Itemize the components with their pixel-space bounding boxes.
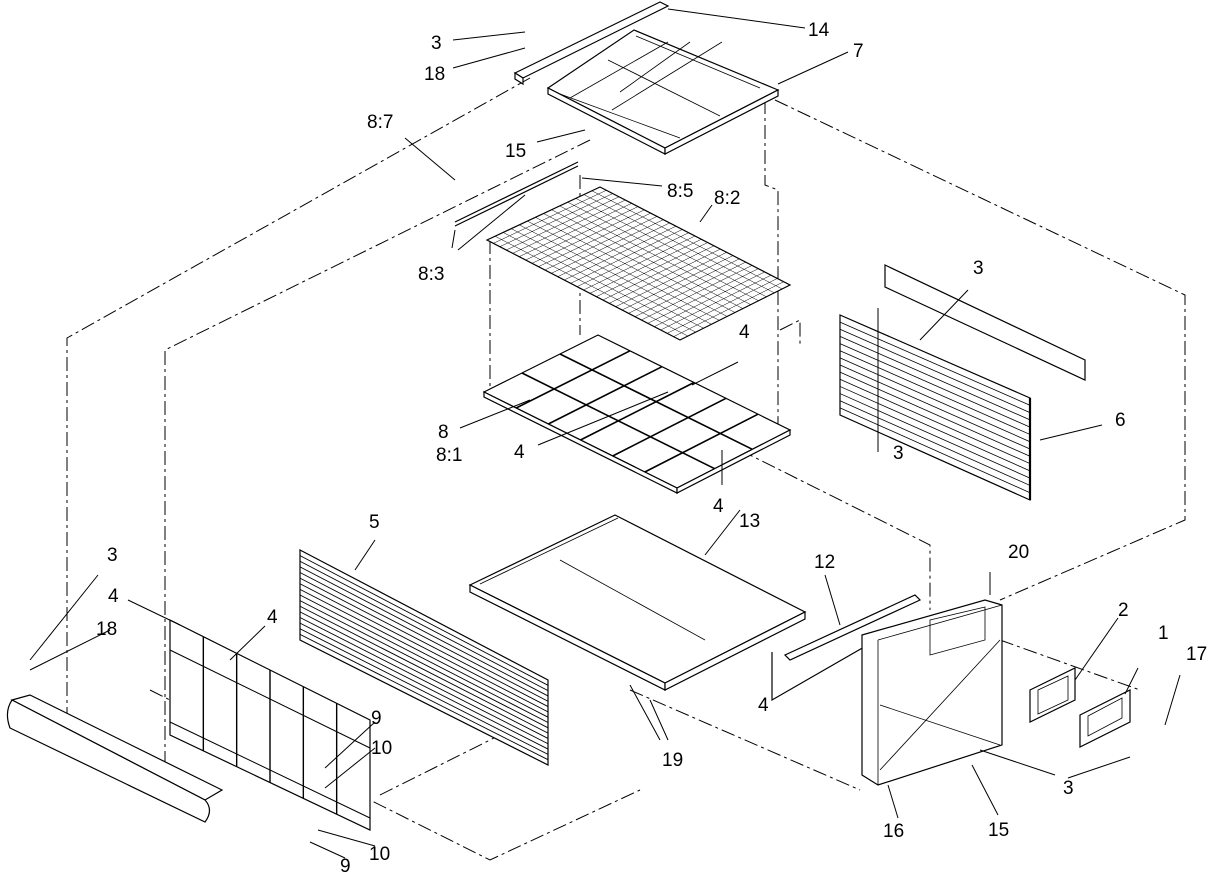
callout-37: 9 xyxy=(340,856,351,877)
callout-29: 4 xyxy=(758,695,769,716)
louvre-panel-part-5 xyxy=(299,549,549,766)
callout-8: 8:2 xyxy=(714,188,740,209)
floor-frame-part-8 xyxy=(482,334,792,494)
callout-23: 4 xyxy=(267,607,278,628)
callout-33: 3 xyxy=(1063,778,1074,799)
callout-11: 4 xyxy=(739,322,750,343)
callout-4: 7 xyxy=(853,41,864,62)
callout-36: 10 xyxy=(369,844,390,865)
callout-12: 8 xyxy=(438,422,449,443)
strip-part-8-3 xyxy=(454,161,579,227)
callout-14: 4 xyxy=(514,442,525,463)
callout-27: 1 xyxy=(1158,623,1169,644)
callout-10: 3 xyxy=(973,258,984,279)
flange-part-2 xyxy=(1029,667,1076,723)
front-frame xyxy=(169,619,371,831)
callout-25: 20 xyxy=(1008,542,1029,563)
leader-lines xyxy=(29,8,1181,859)
callout-13: 8:1 xyxy=(436,445,462,466)
callout-2: 18 xyxy=(424,64,445,85)
ridge-strip-part-14 xyxy=(513,1,670,86)
strip-part-12 xyxy=(783,594,922,661)
callout-16: 3 xyxy=(893,443,904,464)
callout-1: 3 xyxy=(431,33,442,54)
callout-17: 4 xyxy=(713,496,724,517)
callout-28: 17 xyxy=(1186,644,1207,665)
callout-31: 10 xyxy=(371,738,392,759)
callout-15: 6 xyxy=(1115,410,1126,431)
callout-24: 12 xyxy=(814,552,835,573)
callout-labels: 3 18 14 7 15 8:7 8:5 8:2 8:3 3 4 8 8:1 4… xyxy=(96,20,1207,877)
phantom-lines xyxy=(66,77,1186,861)
callout-3: 14 xyxy=(808,20,830,41)
callout-26: 2 xyxy=(1118,600,1129,621)
callout-9: 8:3 xyxy=(418,264,444,285)
callout-22: 18 xyxy=(96,619,117,640)
callout-32: 19 xyxy=(662,750,683,771)
callout-7: 8:5 xyxy=(667,181,693,202)
floor-plate-part-13 xyxy=(468,514,807,691)
front-bar-part-18 xyxy=(6,694,224,823)
callout-5: 15 xyxy=(505,141,526,162)
end-wall-part-16 xyxy=(861,599,1003,786)
roof-panel-part-7 xyxy=(546,29,780,155)
callout-19: 13 xyxy=(739,511,760,532)
callout-30: 9 xyxy=(371,708,382,729)
flange-part-1 xyxy=(1079,689,1131,748)
callout-20: 3 xyxy=(107,545,118,566)
side-panel-part-6 xyxy=(839,264,1086,501)
mesh-grid-part-8-2 xyxy=(485,186,792,341)
bracket-part-4 xyxy=(771,634,886,702)
callout-21: 4 xyxy=(108,586,119,607)
callout-35: 15 xyxy=(988,820,1009,841)
callout-34: 16 xyxy=(883,821,904,842)
callout-6: 8:7 xyxy=(367,112,393,133)
callout-18: 5 xyxy=(369,512,380,533)
